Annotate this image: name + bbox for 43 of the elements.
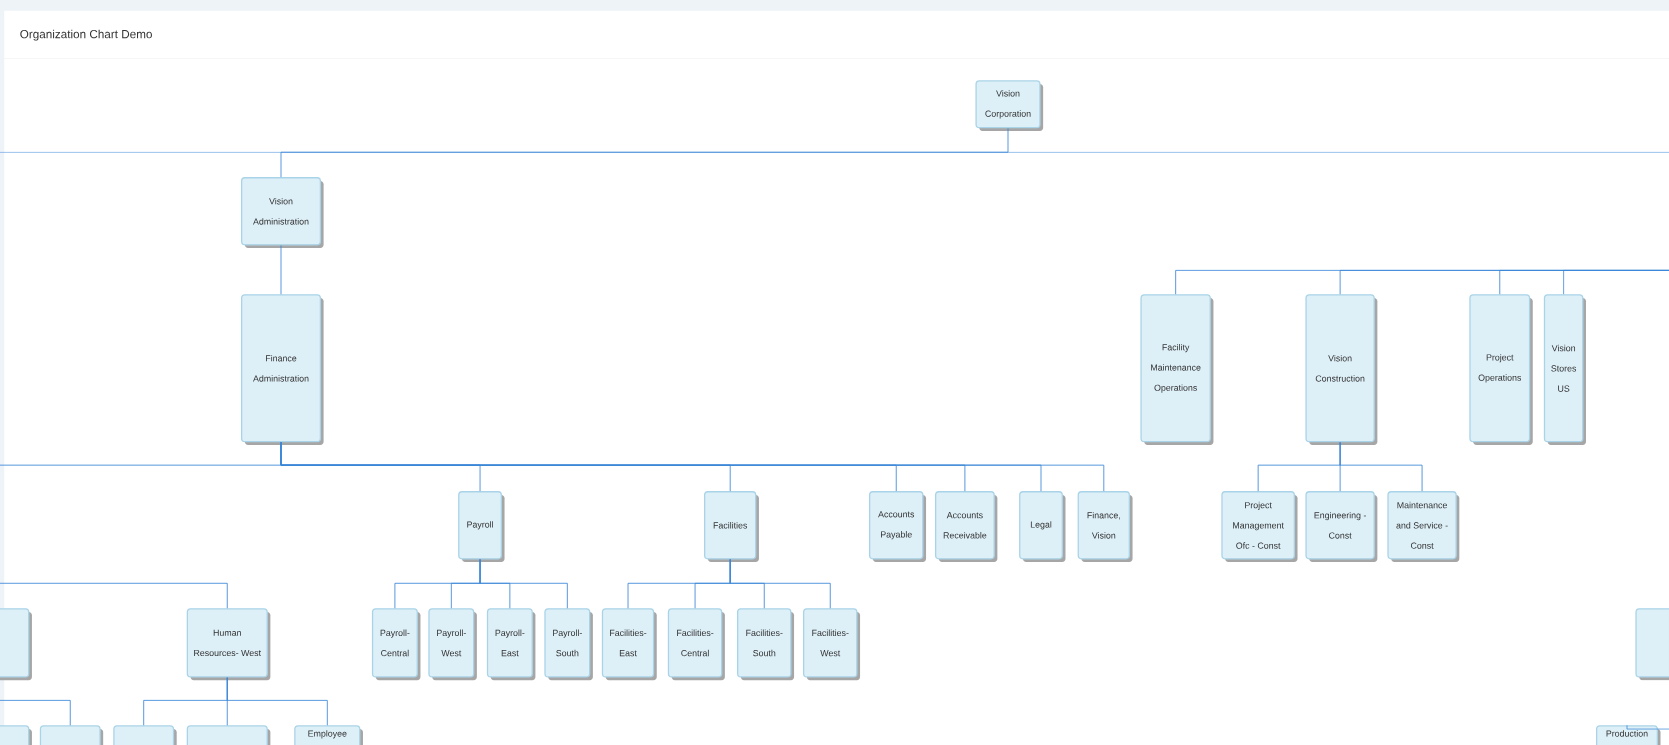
org-box: Payroll- East [486,608,536,681]
org-box: Vision Construction [1305,294,1378,445]
org-box: Project Operations [1469,294,1533,445]
org-box: Vision Stores US [1543,294,1586,445]
org-box: Finance, Vision [1077,491,1133,562]
empty-org-box [1635,608,1669,681]
org-box: Facility Maintenance Operations [1140,294,1214,445]
org-box: Payroll- South [544,608,593,681]
org-box: Facilities [704,491,759,562]
org-box: Vision Administration [241,177,324,248]
org-box: Facilities- East [601,608,657,681]
connector-line [280,127,1009,178]
org-box: Payroll- Central [371,608,421,681]
empty-org-box [39,725,104,745]
empty-org-box [0,608,32,681]
org-box: Project Management Ofc - Const [1221,491,1298,562]
org-box: Accounts Payable [869,491,927,562]
org-box: Payroll- West [428,608,477,681]
connector-line [479,559,568,609]
connector-line [0,582,228,609]
empty-org-box [113,725,177,745]
connector-line [1339,441,1423,492]
org-box: Engineering - Const [1305,491,1378,562]
connector-line [280,245,282,295]
page-title: Organization Chart Demo [20,29,152,41]
org-box: Finance Administration [241,294,324,445]
empty-org-box [0,725,32,745]
org-box: Maintenance and Service - Const [1387,491,1460,562]
org-box: Production [1596,725,1661,745]
org-box: Facilities- West [803,608,861,681]
org-box: Facilities- Central [667,608,725,681]
connector-line [729,559,831,609]
connector-line [1626,724,1669,730]
connector-line [0,699,71,726]
org-box: Facilities- South [737,608,795,681]
org-box: Vision Corporation [975,80,1044,131]
org-box: Accounts Receivable [935,491,998,562]
org-box: Human Resources- West [186,608,271,681]
empty-org-box [186,725,271,745]
connector-line [226,677,328,726]
org-box: Legal [1019,491,1066,562]
org-box: Payroll [458,491,505,562]
org-box: Employee [294,725,363,745]
